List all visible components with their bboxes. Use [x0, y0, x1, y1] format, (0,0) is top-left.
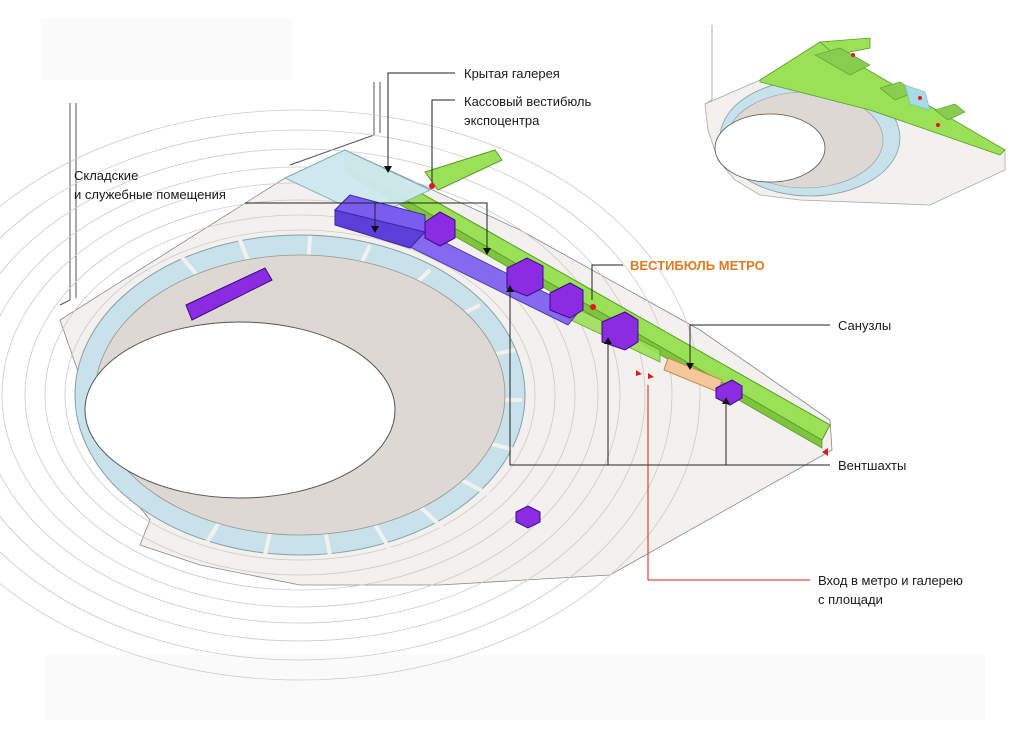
ticket-hall-label: Кассовый вестибюль экспоцентра — [464, 92, 591, 130]
entrance-label-line2: с площади — [818, 592, 883, 607]
inset-thumbnail — [704, 25, 1006, 206]
storage-label-line1: Складские — [74, 168, 139, 183]
metro-vestibule-label: ВЕСТИБЮЛЬ МЕТРО — [630, 258, 765, 273]
vent-shafts-label: Вентшахты — [838, 458, 907, 473]
ticket-hall-label-line2: экспоцентра — [464, 113, 540, 128]
leader-arrowheads — [371, 166, 730, 404]
leader-lines — [245, 72, 830, 466]
storage-label-line2: и служебные помещения — [74, 187, 226, 202]
central-opening — [84, 321, 396, 499]
entrance-leader — [647, 385, 810, 581]
storage-label: Складские и служебные помещения — [74, 166, 226, 204]
entrance-label-line1: Вход в метро и галерею — [818, 573, 963, 588]
top-left-panel — [42, 18, 292, 80]
entrance-label: Вход в метро и галерею с площади — [818, 571, 963, 609]
entrance-markers — [429, 183, 828, 456]
restrooms-label: Санузлы — [838, 318, 892, 333]
bottom-panel — [45, 655, 985, 720]
terraced-rings — [0, 109, 701, 681]
ticket-hall-label-line1: Кассовый вестибюль — [464, 94, 592, 109]
covered-gallery-label: Крытая галерея — [464, 66, 560, 81]
vent-shafts — [185, 211, 743, 529]
